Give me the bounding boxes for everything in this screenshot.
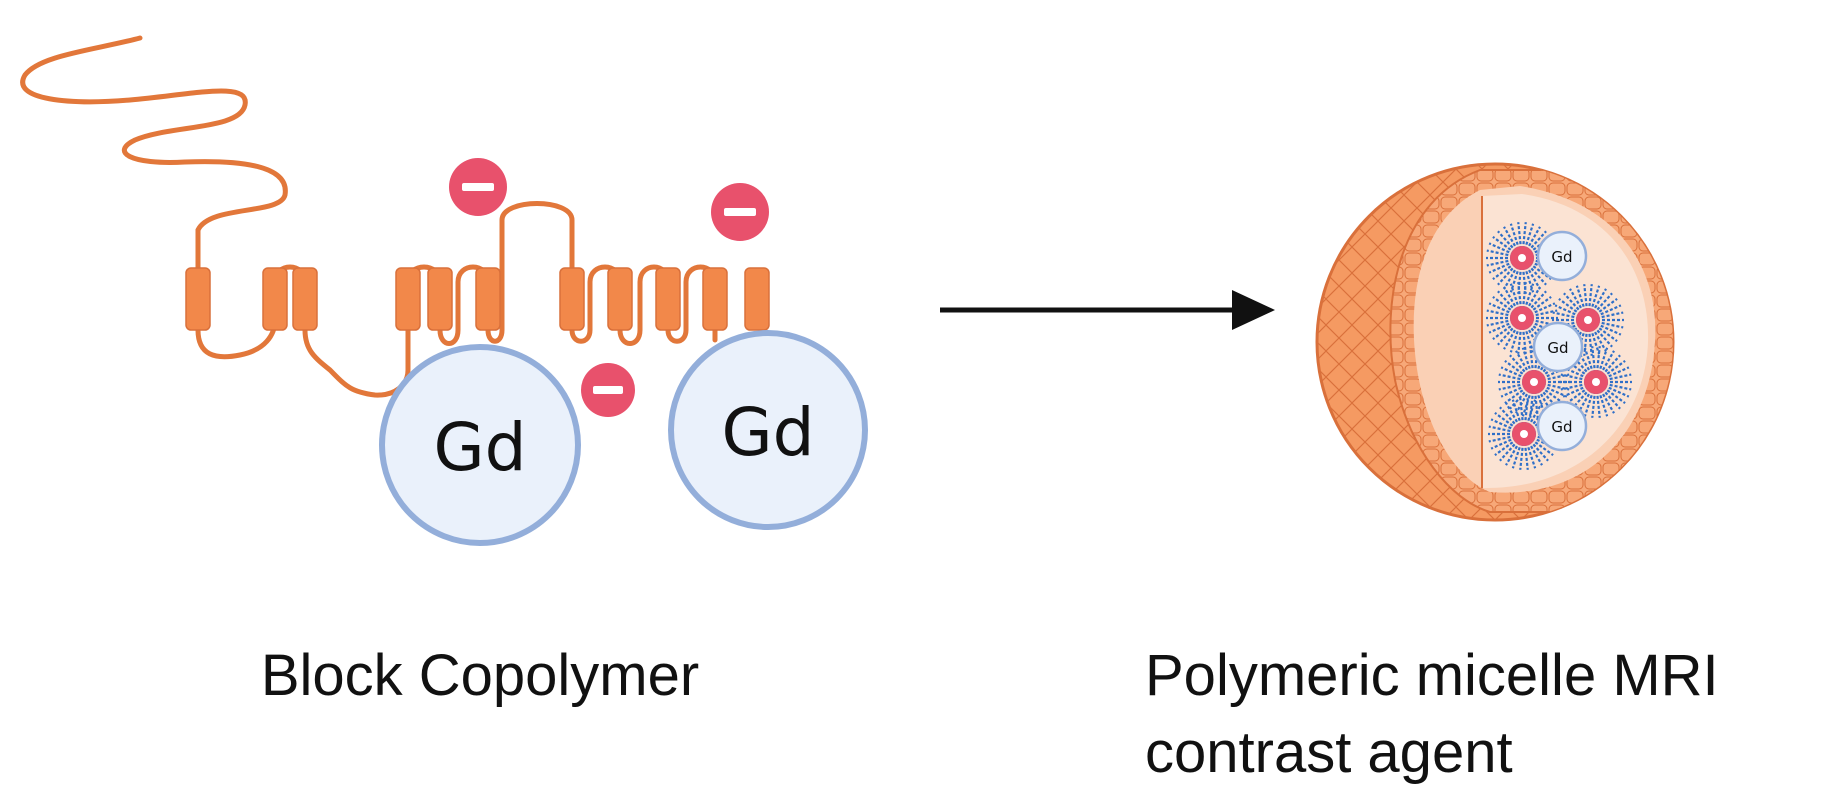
helix-segment [262, 267, 288, 331]
right-caption-line1: Polymeric micelle MRI [1145, 643, 1719, 708]
polymer-chain [20, 35, 718, 398]
gd-ion-left: Gd [379, 344, 581, 546]
helix-segment [395, 267, 421, 331]
helix-segment [607, 267, 633, 331]
left-caption: Block Copolymer [261, 643, 699, 708]
block-copolymer: Gd Gd [20, 35, 868, 546]
gd-label: Gd [433, 409, 526, 486]
gd-small-1: Gd [1536, 230, 1588, 282]
helix-segment [475, 267, 501, 331]
minus-charge-icon [711, 183, 769, 241]
gd-label: Gd [721, 394, 814, 471]
polymeric-micelle: Gd Gd Gd [1315, 162, 1675, 522]
helix-segments [185, 267, 770, 331]
minus-charge-icon [581, 363, 635, 417]
arrow-right-icon [940, 290, 1275, 330]
helix-segment [292, 267, 318, 331]
helix-segment [559, 267, 585, 331]
helix-segment [744, 267, 770, 331]
gd-ion-right: Gd [668, 330, 868, 530]
gd-label: Gd [1551, 248, 1572, 266]
helix-segment [427, 267, 453, 331]
right-caption-line2: contrast agent [1145, 720, 1513, 785]
gd-label: Gd [1547, 339, 1568, 357]
helix-segment [702, 267, 728, 331]
helix-segment [185, 267, 211, 331]
gd-small-2: Gd [1532, 321, 1584, 373]
gd-small-3: Gd [1536, 400, 1588, 452]
helix-segment [655, 267, 681, 331]
minus-charge-icon [449, 158, 507, 216]
gd-label: Gd [1551, 418, 1572, 436]
